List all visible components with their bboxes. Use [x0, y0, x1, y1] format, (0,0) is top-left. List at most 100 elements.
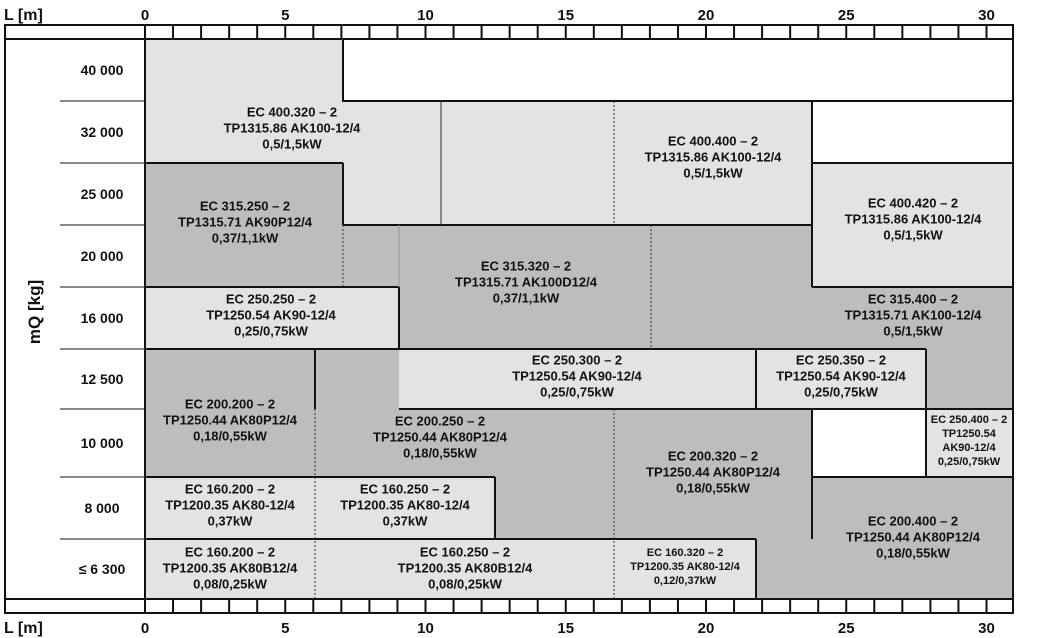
box-label-line: TP1200.35 AK80B12/4 [398, 561, 533, 576]
row-label: ≤ 6 300 [79, 561, 126, 577]
box-label-line: EC 160.320 – 2 [647, 547, 723, 559]
row-label: 25 000 [81, 186, 124, 202]
box-label-line: 0,37kW [208, 514, 254, 529]
box-label-line: 0,18/0,55kW [193, 429, 267, 444]
region-ec-250-400 [926, 409, 1013, 477]
region-ec-200-250 [315, 349, 614, 539]
box-label-line: TP1250.54 AK90-12/4 [512, 369, 642, 384]
box-label-line: EC 200.250 – 2 [395, 414, 485, 429]
top-axis-label: L [m] [4, 7, 43, 24]
box-label-line: TP1315.86 AK100-12/4 [645, 150, 783, 165]
region-ec-400-320 [145, 39, 441, 225]
box-label-line: EC 160.250 – 2 [360, 482, 450, 497]
region-ec-160-250-a [315, 477, 495, 539]
top-tick-label: 10 [417, 7, 434, 24]
row-labels: 40 000 32 000 25 000 20 000 16 000 12 500 10 0… [79, 62, 126, 577]
region-ec-315-250 [145, 163, 343, 287]
box-label-line: EC 160.200 – 2 [185, 482, 275, 497]
region-ec-250-250 [145, 287, 399, 349]
box-label-line: 0,5/1,5kW [883, 324, 943, 339]
region-ec-160-250-b [315, 539, 614, 599]
box-label-line: 0,12/0,37kW [654, 575, 717, 587]
row-label: 12 500 [81, 371, 124, 387]
region-ec-200-400 [756, 477, 1013, 599]
box-label-line: EC 200.320 – 2 [668, 449, 758, 464]
box-label-line: TP1200.35 AK80-12/4 [165, 498, 295, 513]
row-label: 20 000 [81, 248, 124, 264]
bottom-tick-label: 30 [978, 620, 995, 637]
box-label-line: TP1250.44 AK80P12/4 [373, 430, 508, 445]
box-label-line: EC 250.400 – 2 [931, 414, 1007, 426]
bottom-tick-label: 25 [838, 620, 855, 637]
box-label-line: EC 250.250 – 2 [226, 292, 316, 307]
region-ec-250-300 [399, 349, 756, 409]
box-label-line: EC 200.400 – 2 [868, 514, 958, 529]
box-label-line: TP1250.54 AK90-12/4 [776, 369, 906, 384]
box-label-line: TP1250.44 AK80P12/4 [846, 530, 981, 545]
bottom-tick-label: 20 [698, 620, 715, 637]
row-label: 10 000 [81, 435, 124, 451]
box-label-line: 0,37/1,1kW [493, 291, 560, 306]
top-tick-label: 0 [141, 7, 149, 24]
bottom-axis-label: L [m] [4, 620, 43, 637]
region-ec-400-420 [812, 163, 1013, 287]
box-label-line: TP1315.86 AK100-12/4 [845, 212, 983, 227]
region-ec-160-200-b [145, 539, 315, 599]
box-label-line: EC 315.400 – 2 [868, 292, 958, 307]
bottom-tick-label: 0 [141, 620, 149, 637]
top-tick-label: 25 [838, 7, 855, 24]
box-label-line: TP1315.71 AK100D12/4 [455, 275, 598, 290]
region-ec-200-200 [145, 349, 315, 477]
region-fills [145, 39, 1013, 599]
region-ec-400-400 [441, 101, 812, 225]
box-label-line: TP1200.35 AK80-12/4 [340, 498, 470, 513]
bottom-tick-label: 10 [417, 620, 434, 637]
box-label-line: 0,5/1,5kW [262, 137, 322, 152]
box-label-line: EC 400.420 – 2 [868, 196, 958, 211]
box-label-line: TP1250.54 [942, 428, 997, 440]
top-scale-bar [4, 24, 1014, 40]
box-label-line: EC 400.400 – 2 [668, 134, 758, 149]
region-ec-160-320 [614, 539, 756, 599]
box-label-line: TP1315.71 AK90P12/4 [178, 215, 313, 230]
box-label-line: 0,18/0,55kW [876, 546, 950, 561]
box-label-line: 0,25/0,75kW [234, 324, 308, 339]
box-label-line: 0,37kW [383, 514, 429, 529]
top-tick-labels: 0 5 10 15 20 25 30 [141, 7, 995, 24]
box-label-line: 0,25/0,75kW [938, 456, 1001, 468]
box-label-line: TP1250.54 AK90-12/4 [206, 308, 336, 323]
box-label-line: EC 160.200 – 2 [185, 545, 275, 560]
y-axis-label: mQ [kg] [25, 280, 44, 344]
box-label-line: EC 250.350 – 2 [796, 353, 886, 368]
bottom-tick-label: 5 [281, 620, 289, 637]
box-label-line: 0,37/1,1kW [212, 231, 279, 246]
box-label-line: TP1200.35 AK80B12/4 [163, 561, 298, 576]
box-label-line: 0,18/0,55kW [403, 446, 477, 461]
bottom-tick-label: 15 [557, 620, 574, 637]
box-label-line: 0,08/0,25kW [193, 577, 267, 592]
top-tick-label: 20 [698, 7, 715, 24]
top-tick-label: 15 [557, 7, 574, 24]
box-label-line: 0,25/0,75kW [804, 385, 878, 400]
box-label-line: EC 315.250 – 2 [200, 199, 290, 214]
region-ec-160-200-a [145, 477, 315, 539]
row-label: 40 000 [81, 62, 124, 78]
box-label-line: TP1315.71 AK100-12/4 [845, 308, 983, 323]
row-label: 32 000 [81, 124, 124, 140]
box-label-line: TP1200.35 AK80-12/4 [630, 561, 741, 573]
region-dividers [314, 101, 652, 599]
row-label: 16 000 [81, 310, 124, 326]
box-label-line: EC 400.320 – 2 [247, 105, 337, 120]
box-label-line: 0,5/1,5kW [683, 166, 743, 181]
box-label-line: EC 315.320 – 2 [481, 259, 571, 274]
top-tick-label: 5 [281, 7, 289, 24]
row-label: 8 000 [84, 500, 119, 516]
box-label-line: 0,08/0,25kW [428, 577, 502, 592]
box-label-line: TP1315.86 AK100-12/4 [224, 121, 362, 136]
bottom-scale-bar [4, 598, 1014, 614]
box-label-line: EC 160.250 – 2 [420, 545, 510, 560]
box-label-line: EC 200.200 – 2 [185, 397, 275, 412]
top-tick-label: 30 [978, 7, 995, 24]
